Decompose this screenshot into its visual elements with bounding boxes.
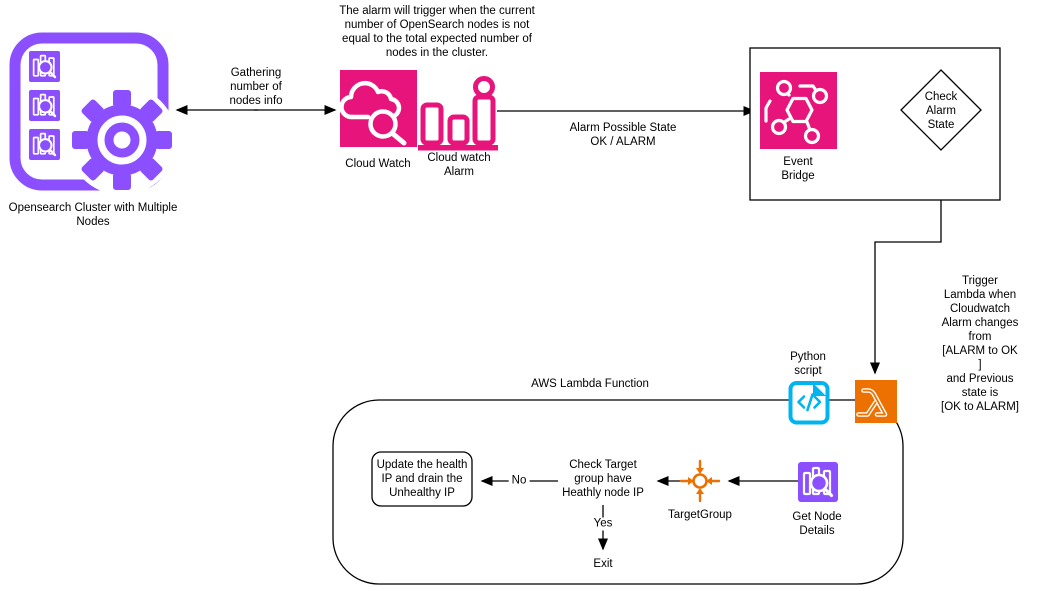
- eventbridge-label: Event Bridge: [781, 156, 815, 182]
- get-node-details-icon: [798, 462, 838, 502]
- python-script-label: Python script: [790, 351, 826, 377]
- gear-icon: [67, 85, 177, 195]
- cloudwatch-alarm-icon: [418, 76, 498, 151]
- trigger-note: Trigger Lambda when Cloudwatch Alarm cha…: [941, 275, 1019, 413]
- lambda-function-label: AWS Lambda Function: [531, 378, 649, 390]
- opensearch-cluster-icon: [9, 32, 177, 195]
- cloudwatch-label: Cloud Watch: [345, 158, 411, 170]
- update-health-box: [371, 451, 473, 507]
- check-alarm-state-diamond: [900, 69, 982, 151]
- cluster-label: Opensearch Cluster with Multiple Nodes: [8, 202, 178, 228]
- update-health-label: Update the health IP and drain the Unhea…: [376, 459, 468, 499]
- node-chart-icon: [29, 51, 60, 82]
- check-target-label: Check Target group have Heathly node IP: [562, 459, 644, 499]
- alarm-note: The alarm will trigger when the current …: [339, 5, 535, 59]
- get-node-label: Get Node Details: [792, 511, 842, 537]
- target-group-label: TargetGroup: [668, 509, 732, 521]
- eventbridge-icon: [760, 72, 837, 149]
- check-alarm-state-label: Check Alarm State: [924, 91, 958, 131]
- lambda-function-container: [332, 399, 904, 585]
- node-chart-icon: [29, 90, 60, 121]
- yes-label: Yes: [590, 517, 616, 531]
- target-group-icon: [679, 459, 721, 503]
- node-chart-icon: [29, 129, 60, 160]
- python-script-icon: [788, 381, 830, 425]
- alarm-state-label: Alarm Possible State OK / ALARM: [569, 122, 677, 148]
- no-label: No: [508, 474, 530, 488]
- gathering-label: Gathering number of nodes info: [229, 67, 283, 107]
- lambda-icon: [855, 380, 897, 423]
- cloudwatch-alarm-label: Cloud watch Alarm: [427, 152, 491, 178]
- cloudwatch-icon: [339, 70, 417, 147]
- exit-label: Exit: [593, 558, 613, 570]
